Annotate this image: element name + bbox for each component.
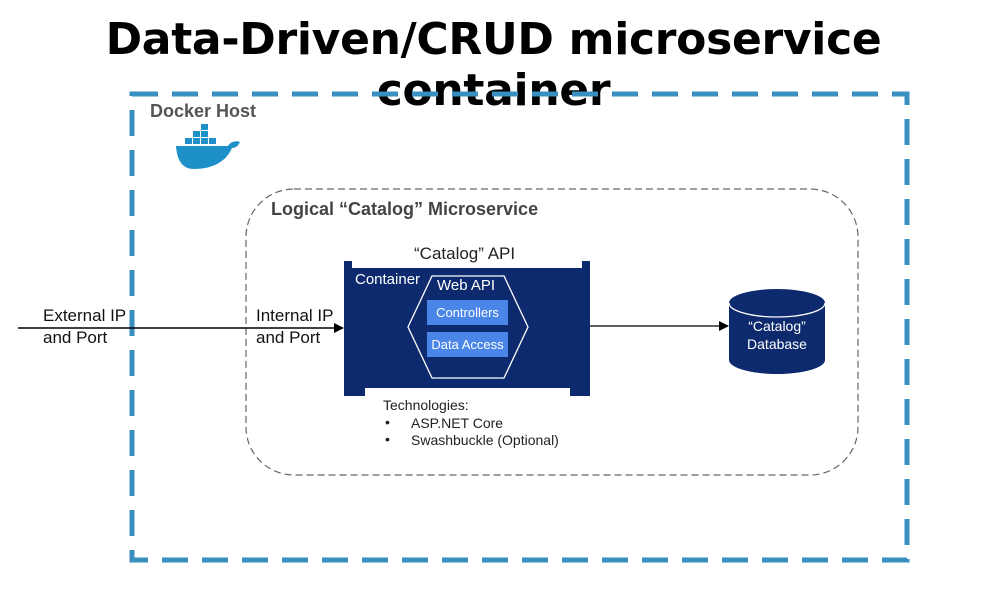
microservice-border <box>245 188 859 476</box>
data-access-label: Data Access <box>431 337 504 352</box>
data-access-layer <box>427 332 508 357</box>
controllers-layer <box>427 300 508 325</box>
web-api-hexagon <box>407 275 529 379</box>
bullet-icon: • <box>385 431 390 447</box>
database-type-label: Database <box>747 336 807 352</box>
database-cylinder <box>728 289 826 374</box>
technology-item: Swashbuckle (Optional) <box>411 432 559 448</box>
technologies-title: Technologies: <box>383 397 469 413</box>
container-label: Container <box>355 271 421 288</box>
web-api-label: Web API <box>437 277 496 294</box>
docker-host-border <box>129 91 910 563</box>
bullet-icon: • <box>385 414 390 430</box>
external-ip-label: External IP <box>43 306 127 325</box>
controllers-label: Controllers <box>436 305 499 320</box>
microservice-label: Logical “Catalog” Microservice <box>271 199 539 219</box>
api-label: “Catalog” API <box>414 244 516 263</box>
technology-item: ASP.NET Core <box>411 415 504 431</box>
page-title: Data-Driven/CRUD microservice container <box>105 14 882 116</box>
internal-port-label: and Port <box>256 328 321 347</box>
docker-host-label: Docker Host <box>150 101 257 121</box>
external-port-label: and Port <box>43 328 108 347</box>
database-name-label: “Catalog” <box>748 318 806 334</box>
container-box <box>344 261 590 396</box>
docker-whale-icon <box>176 124 240 169</box>
internal-ip-label: Internal IP <box>256 306 334 325</box>
